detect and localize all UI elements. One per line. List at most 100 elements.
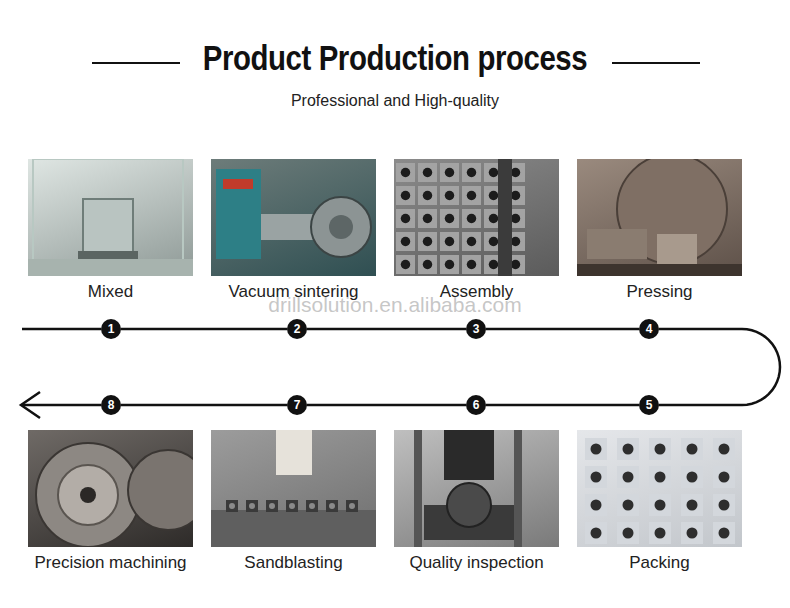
photo-detail [329, 215, 353, 239]
step-number: 2 [294, 323, 301, 335]
photo-detail [36, 443, 140, 547]
photo-illustration [394, 159, 559, 276]
photo-detail [649, 466, 671, 488]
step-label: Quality inspection [374, 553, 579, 573]
photo-illustration [211, 159, 376, 276]
flow-connector [121, 404, 287, 407]
photo-detail [440, 232, 459, 251]
step-label: Packing [557, 553, 762, 573]
photo-detail [401, 260, 411, 270]
flow-line-tail [22, 404, 101, 407]
photo-detail [423, 260, 433, 270]
step-number: 1 [108, 323, 115, 335]
photo-detail [396, 209, 415, 228]
step-label: Precision machining [8, 553, 213, 573]
photo-detail [276, 430, 312, 475]
photo-detail [467, 191, 477, 201]
step-label: Mixed [8, 282, 213, 302]
photo-detail [396, 255, 415, 274]
photo-detail [423, 168, 433, 178]
photo-detail [617, 466, 639, 488]
photo-detail [80, 487, 96, 503]
step-number: 5 [646, 399, 653, 411]
process-photo: Packing [577, 430, 742, 547]
photo-detail [423, 191, 433, 201]
photo-detail [655, 500, 666, 511]
photo-detail [58, 465, 118, 525]
photo-detail [286, 500, 298, 512]
photo-detail [396, 232, 415, 251]
photo-detail [444, 430, 494, 480]
photo-detail [649, 522, 671, 544]
step-number-circle: 8 [101, 395, 121, 415]
photo-detail [28, 259, 193, 276]
flow-arrowhead [21, 392, 40, 418]
photo-detail [719, 528, 730, 539]
photo-detail [329, 503, 335, 509]
process-photo: Mixed [28, 159, 193, 276]
process-photo: Sandblasting [211, 430, 376, 547]
photo-detail [585, 438, 607, 460]
photo-detail [462, 186, 481, 205]
photo-illustration [211, 430, 376, 547]
photo-detail [289, 503, 295, 509]
flow-connector [486, 404, 639, 407]
photo-detail [511, 237, 521, 247]
photo-detail [418, 186, 437, 205]
photo-illustration [394, 430, 559, 547]
photo-detail [396, 163, 415, 182]
photo-illustration [577, 159, 742, 276]
step-number: 8 [108, 399, 115, 411]
photo-detail [401, 237, 411, 247]
photo-detail [511, 214, 521, 224]
watermark: drillsolution.en.alibaba.com [0, 293, 790, 317]
flow-connector [659, 329, 780, 405]
photo-detail [83, 199, 133, 259]
photo-detail [655, 472, 666, 483]
photo-detail [687, 528, 698, 539]
photo-detail [246, 500, 258, 512]
photo-detail [349, 503, 355, 509]
photo-detail [229, 503, 235, 509]
photo-detail [418, 163, 437, 182]
photo-detail [591, 444, 602, 455]
photo-detail [401, 191, 411, 201]
photo-illustration [28, 430, 193, 547]
photo-detail [418, 209, 437, 228]
photo-detail [681, 494, 703, 516]
photo-detail [649, 494, 671, 516]
photo-detail [445, 260, 455, 270]
photo-detail [687, 444, 698, 455]
title-rule [92, 62, 180, 64]
photo-detail [440, 163, 459, 182]
photo-detail [440, 186, 459, 205]
photo-illustration [28, 159, 193, 276]
step-number-circle: 1 [101, 319, 121, 339]
photo-detail [713, 466, 735, 488]
process-photo: Precision machining [28, 430, 193, 547]
step-label: Pressing [557, 282, 762, 302]
photo-detail [591, 528, 602, 539]
photo-detail [440, 209, 459, 228]
photo-detail [511, 260, 521, 270]
photo-detail [269, 503, 275, 509]
photo-detail [309, 503, 315, 509]
step-number: 4 [646, 323, 653, 335]
photo-detail [423, 237, 433, 247]
photo-detail [445, 191, 455, 201]
photo-detail [649, 438, 671, 460]
photo-detail [226, 500, 238, 512]
subtitle: Professional and High-quality [0, 92, 790, 110]
photo-detail [719, 500, 730, 511]
photo-detail [587, 229, 647, 259]
step-label: Sandblasting [191, 553, 396, 573]
flow-connector [307, 404, 466, 407]
photo-detail [462, 255, 481, 274]
photo-detail [623, 528, 634, 539]
photo-detail [445, 168, 455, 178]
photo-detail [33, 159, 183, 276]
photo-detail [418, 255, 437, 274]
photo-detail [681, 438, 703, 460]
photo-detail [128, 450, 193, 530]
